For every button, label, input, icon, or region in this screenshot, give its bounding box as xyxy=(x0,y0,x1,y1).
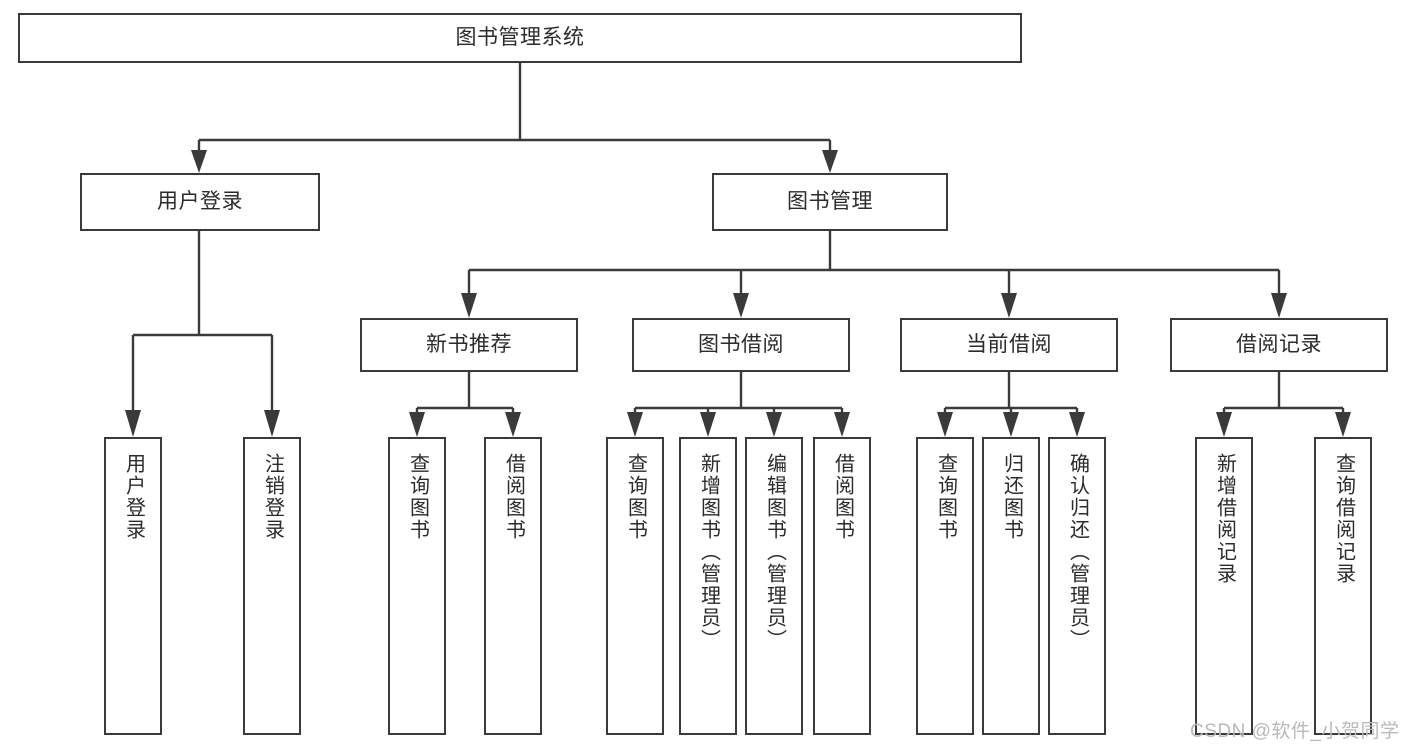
arrow-current-l3 xyxy=(1069,412,1085,437)
leaf-query-book-current[interactable]: 查询图书 xyxy=(916,437,974,735)
leaf-add-book-admin[interactable]: 新增图书（管理员） xyxy=(679,437,737,735)
leaf-query-borrow-record-label: 查询借阅记录 xyxy=(1332,453,1355,585)
leaf-confirm-return-admin[interactable]: 确认归还（管理员） xyxy=(1048,437,1106,735)
leaf-borrow-book-label: 借阅图书 xyxy=(831,453,854,541)
leaf-return-book[interactable]: 归还图书 xyxy=(982,437,1040,735)
watermark-text: CSDN @软件_小贺同学 xyxy=(1190,721,1400,742)
node-root-label: 图书管理系统 xyxy=(455,25,585,49)
leaf-add-borrow-record[interactable]: 新增借阅记录 xyxy=(1195,437,1253,735)
node-new-book-recommend[interactable]: 新书推荐 xyxy=(360,318,578,372)
node-book-borrow[interactable]: 图书借阅 xyxy=(632,318,850,372)
arrow-root-to-book-mgmt xyxy=(822,150,838,173)
leaf-query-book-recommend[interactable]: 查询图书 xyxy=(388,437,446,735)
arrow-root-to-user-login xyxy=(191,150,207,173)
arrow-book-mgmt-c1 xyxy=(461,293,477,318)
arrow-book-mgmt-c2 xyxy=(733,293,749,318)
leaf-logout[interactable]: 注销登录 xyxy=(243,437,301,735)
arrow-record-l1 xyxy=(1216,412,1232,437)
leaf-borrow-book[interactable]: 借阅图书 xyxy=(813,437,871,735)
leaf-borrow-book-recommend-label: 借阅图书 xyxy=(502,453,525,541)
node-new-book-recommend-label: 新书推荐 xyxy=(426,332,512,356)
leaf-edit-book-admin[interactable]: 编辑图书（管理员） xyxy=(745,437,803,735)
leaf-add-borrow-record-label: 新增借阅记录 xyxy=(1213,453,1236,585)
arrow-borrow-l2 xyxy=(700,412,716,437)
arrow-current-l2 xyxy=(1003,412,1019,437)
leaf-confirm-return-admin-label: 确认归还（管理员） xyxy=(1066,453,1089,651)
node-book-management-label: 图书管理 xyxy=(787,189,873,213)
leaf-user-login-label: 用户登录 xyxy=(122,453,145,541)
leaf-logout-label: 注销登录 xyxy=(261,453,284,541)
leaf-query-book-borrow-label: 查询图书 xyxy=(624,453,647,541)
arrow-borrow-l1 xyxy=(627,412,643,437)
node-current-borrow[interactable]: 当前借阅 xyxy=(900,318,1118,372)
arrow-borrow-l4 xyxy=(834,412,850,437)
leaf-query-borrow-record[interactable]: 查询借阅记录 xyxy=(1314,437,1372,735)
arrow-user-login-right xyxy=(264,410,280,437)
arrow-user-login-left xyxy=(125,410,141,437)
node-root[interactable]: 图书管理系统 xyxy=(18,13,1022,63)
node-current-borrow-label: 当前借阅 xyxy=(966,332,1052,356)
node-book-management[interactable]: 图书管理 xyxy=(712,173,948,231)
leaf-return-book-label: 归还图书 xyxy=(1000,453,1023,541)
arrow-record-l2 xyxy=(1335,412,1351,437)
arrow-current-l1 xyxy=(937,412,953,437)
node-user-login-label: 用户登录 xyxy=(157,189,243,213)
leaf-user-login[interactable]: 用户登录 xyxy=(104,437,162,735)
arrow-borrow-l3 xyxy=(766,412,782,437)
arrow-new-book-l1 xyxy=(409,412,425,437)
arrow-new-book-l2 xyxy=(505,412,521,437)
leaf-query-book-borrow[interactable]: 查询图书 xyxy=(606,437,664,735)
leaf-query-book-current-label: 查询图书 xyxy=(934,453,957,541)
leaf-query-book-recommend-label: 查询图书 xyxy=(406,453,429,541)
leaf-add-book-admin-label: 新增图书（管理员） xyxy=(697,453,720,651)
node-borrow-record-label: 借阅记录 xyxy=(1236,332,1322,356)
node-book-borrow-label: 图书借阅 xyxy=(698,332,784,356)
leaf-edit-book-admin-label: 编辑图书（管理员） xyxy=(763,453,786,651)
arrow-book-mgmt-c3 xyxy=(1001,293,1017,318)
node-user-login[interactable]: 用户登录 xyxy=(80,173,320,231)
arrow-book-mgmt-c4 xyxy=(1271,293,1287,318)
leaf-borrow-book-recommend[interactable]: 借阅图书 xyxy=(484,437,542,735)
node-borrow-record[interactable]: 借阅记录 xyxy=(1170,318,1388,372)
